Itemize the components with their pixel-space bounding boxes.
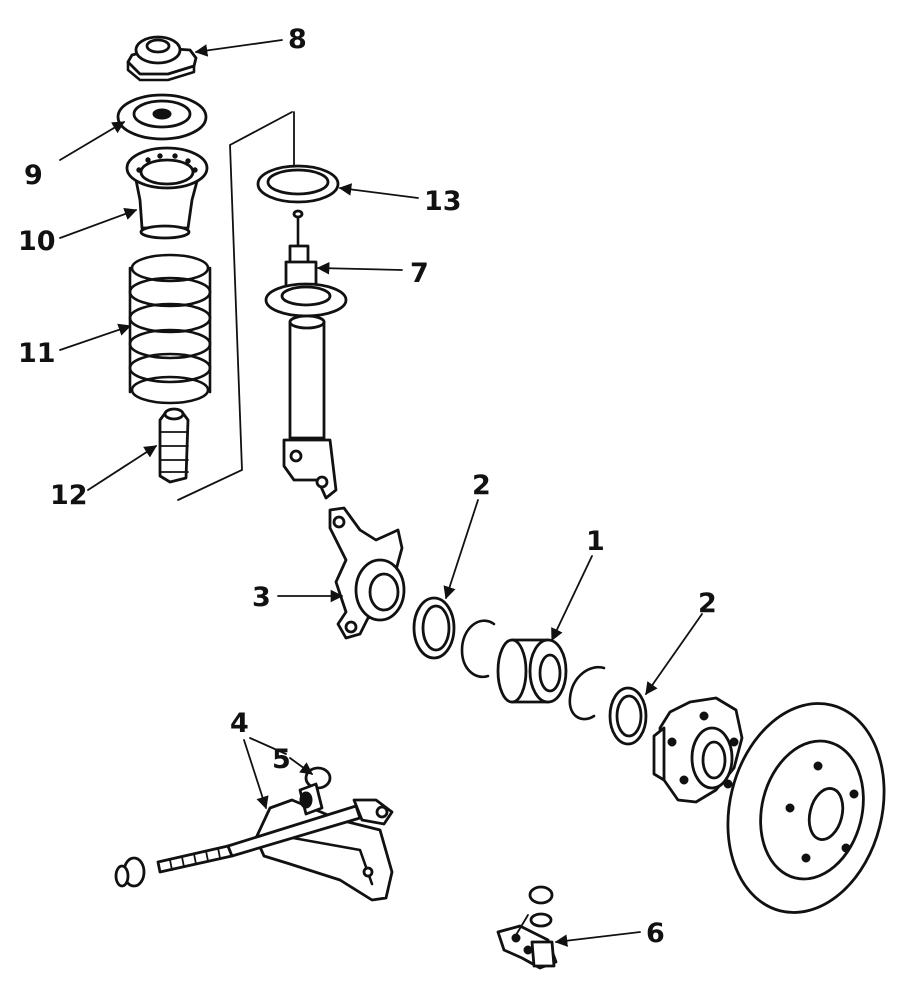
assembly-bracket-line	[177, 111, 293, 501]
hub-seal-right-part	[608, 686, 648, 746]
snap-ring-left-part	[460, 619, 496, 679]
bushing-part	[298, 766, 332, 816]
callout-9: 9	[24, 160, 43, 191]
leader-9	[59, 121, 126, 161]
brake-disc-part	[726, 702, 886, 914]
leader-7	[316, 261, 403, 275]
wheel-bearing-part	[496, 638, 568, 704]
control-arm-part	[254, 798, 394, 902]
leader-1	[551, 555, 593, 642]
callout-6: 6	[646, 918, 665, 949]
hub-seal-left-part	[412, 596, 456, 660]
wheel-hub-part	[652, 696, 744, 804]
ball-joint-part	[496, 885, 558, 970]
leader-5	[289, 757, 314, 775]
callout-3: 3	[252, 582, 271, 613]
leader-6	[554, 931, 641, 947]
leader-2b	[645, 613, 703, 696]
leader-10	[59, 208, 138, 239]
leader-2a	[443, 499, 479, 600]
callout-12: 12	[50, 480, 88, 511]
strut-mount-part	[126, 35, 198, 82]
leader-11	[59, 323, 132, 351]
callout-8: 8	[288, 24, 307, 55]
leader-8	[194, 39, 283, 57]
leader-4b	[249, 737, 287, 755]
callout-7: 7	[410, 258, 429, 289]
leader-12	[87, 445, 158, 491]
callout-10: 10	[18, 226, 56, 257]
seal-ring-part	[256, 164, 340, 204]
spring-seat-part	[125, 146, 209, 240]
callout-4: 4	[230, 708, 249, 739]
callout-11: 11	[18, 338, 56, 369]
leader-4a	[243, 739, 269, 810]
callout-2a: 2	[472, 470, 491, 501]
knuckle-part	[328, 506, 406, 640]
bump-stop-part	[158, 407, 190, 484]
callout-1: 1	[586, 526, 605, 557]
callout-2b: 2	[698, 588, 717, 619]
leader-13	[338, 183, 419, 199]
callout-13: 13	[424, 186, 462, 217]
strut-part	[264, 209, 348, 500]
stabilizer-rod-part	[114, 804, 362, 888]
bearing-plate-part	[116, 93, 208, 141]
coil-spring-part	[128, 253, 212, 405]
snap-ring-right-part	[568, 665, 606, 721]
leader-6b	[515, 914, 529, 936]
callout-5: 5	[272, 744, 291, 775]
